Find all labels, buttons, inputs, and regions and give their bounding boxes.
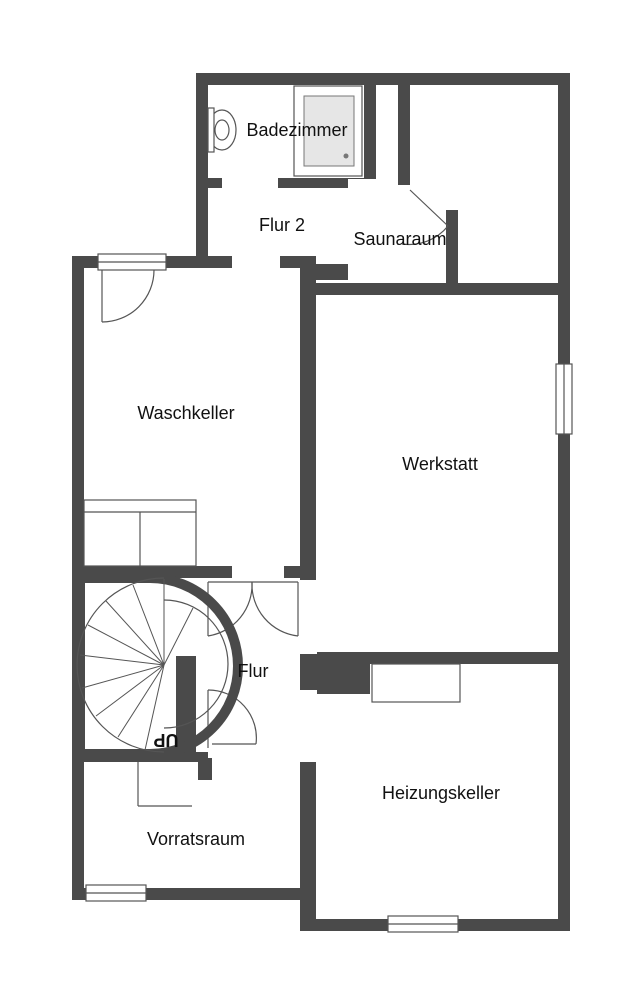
room-label-werkstatt: Werkstatt (402, 454, 478, 474)
room-label-heizungskeller: Heizungskeller (382, 783, 500, 803)
spiral-stairs: UP (75, 573, 243, 759)
shower (293, 85, 363, 177)
boiler (371, 663, 461, 703)
stairs-up-label: UP (153, 730, 178, 750)
stair-treads (79, 579, 194, 751)
windows (85, 253, 573, 933)
door-waschkeller (101, 269, 155, 323)
washing-machines (83, 499, 197, 567)
room-label-badezimmer: Badezimmer (246, 120, 347, 140)
room-label-saunaraum: Saunaraum (353, 229, 446, 249)
fixtures (83, 85, 461, 807)
shelf (137, 762, 192, 807)
room-label-waschkeller: Waschkeller (137, 403, 234, 423)
room-label-vorratsraum: Vorratsraum (147, 829, 245, 849)
room-label-flur2: Flur 2 (259, 215, 305, 235)
door-openings (222, 177, 398, 763)
door-sauna (401, 189, 449, 246)
window-werkstatt (555, 363, 573, 435)
window-heizungskeller (387, 915, 459, 933)
toilet (207, 107, 237, 153)
room-label-flur: Flur (238, 661, 269, 681)
door-flur-double (207, 581, 299, 637)
room-labels: Badezimmer Flur 2 Saunaraum Waschkeller … (137, 120, 500, 849)
window-waschkeller (97, 253, 167, 271)
window-vorratsraum (85, 884, 147, 902)
